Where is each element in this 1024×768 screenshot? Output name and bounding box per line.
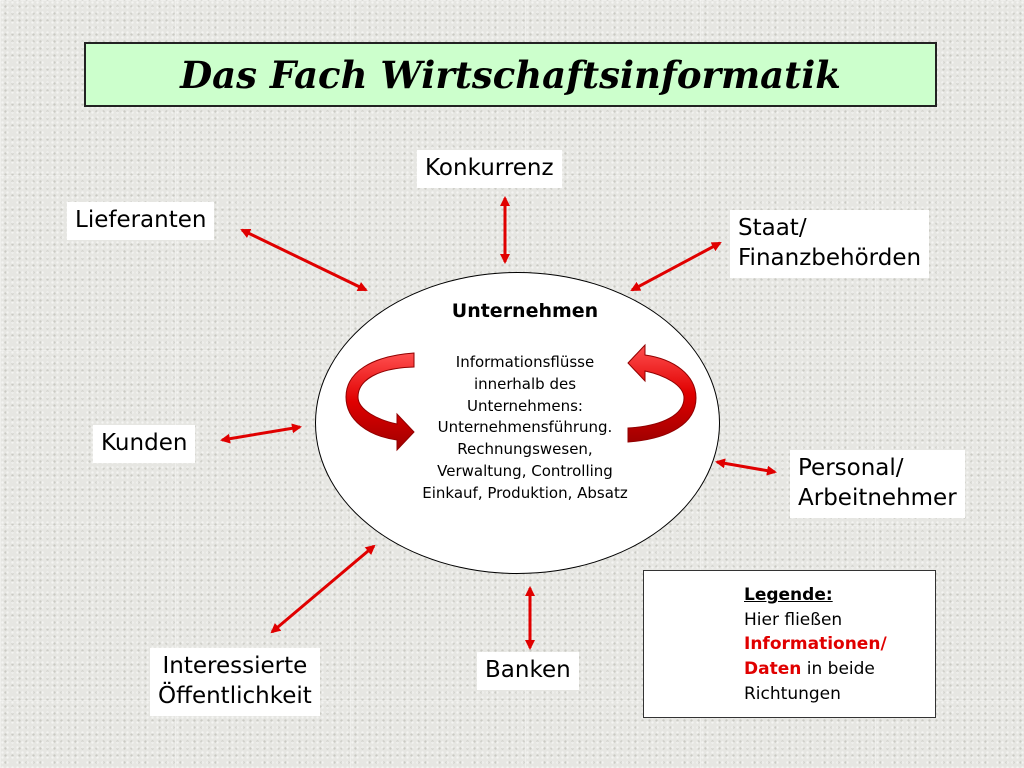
curved-arrow-right (627, 343, 697, 443)
arrow-staat (630, 241, 722, 292)
node-personal: Personal/ Arbeitnehmer (790, 450, 965, 518)
legend-line-1: Hier fließen (744, 609, 843, 630)
company-desc-line: Informationsflüsse (455, 353, 595, 371)
arrow-lieferanten (240, 228, 368, 292)
node-oeffentlichkeit-label-2: Öffentlichkeit (158, 682, 312, 709)
node-lieferanten-label: Lieferanten (75, 207, 207, 233)
legend-highlight-1: Informationen/ (744, 634, 887, 655)
arrow-oeffentlichkeit (270, 544, 376, 634)
node-staat-label-1: Staat/ (738, 215, 807, 241)
curved-arrow-left (345, 352, 415, 452)
node-lieferanten: Lieferanten (67, 202, 215, 240)
node-personal-label-1: Personal/ (798, 455, 904, 481)
legend-line-3-rest: in beide (801, 658, 875, 679)
arrow-kunden (220, 423, 302, 444)
company-desc-line: Einkauf, Produktion, Absatz (422, 483, 628, 502)
node-konkurrenz-label: Konkurrenz (425, 155, 554, 181)
node-staat-label-2: Finanzbehörden (738, 244, 922, 271)
legend-line-3: Daten in beide (744, 657, 887, 682)
legend-line-4: Richtungen (744, 683, 841, 704)
node-konkurrenz: Konkurrenz (417, 150, 562, 188)
title-banner: Das Fach Wirtschaftsinformatik (84, 42, 937, 107)
legend-highlight-2: Daten (744, 658, 802, 679)
node-kunden: Kunden (93, 425, 196, 463)
node-banken-label: Banken (485, 657, 571, 683)
node-kunden-label: Kunden (101, 430, 188, 456)
node-oeffentlichkeit: Interessierte Öffentlichkeit (150, 648, 320, 716)
company-desc-line: innerhalb des (473, 374, 577, 393)
legend-box: Legende: Hier fließen Informationen/ Dat… (643, 570, 936, 718)
legend-title: Legende: (744, 585, 833, 605)
company-description: Informationsflüsse innerhalb des Unterne… (395, 352, 655, 504)
arrow-personal (715, 458, 777, 476)
company-desc-line: Unternehmens: (467, 396, 583, 415)
company-desc-line: Rechnungswesen, (457, 440, 593, 458)
node-personal-label-2: Arbeitnehmer (798, 484, 957, 511)
page-title: Das Fach Wirtschaftsinformatik (180, 52, 841, 97)
company-label: Unternehmen (451, 300, 599, 322)
legend-text: Legende: Hier fließen Informationen/ Dat… (744, 583, 887, 706)
company-desc-line: Verwaltung, Controlling (437, 461, 613, 480)
node-oeffentlichkeit-label-1: Interessierte (162, 653, 308, 679)
node-banken: Banken (477, 652, 579, 690)
node-staat: Staat/ Finanzbehörden (730, 210, 930, 278)
company-desc-line: Unternehmensführung. (437, 418, 613, 437)
